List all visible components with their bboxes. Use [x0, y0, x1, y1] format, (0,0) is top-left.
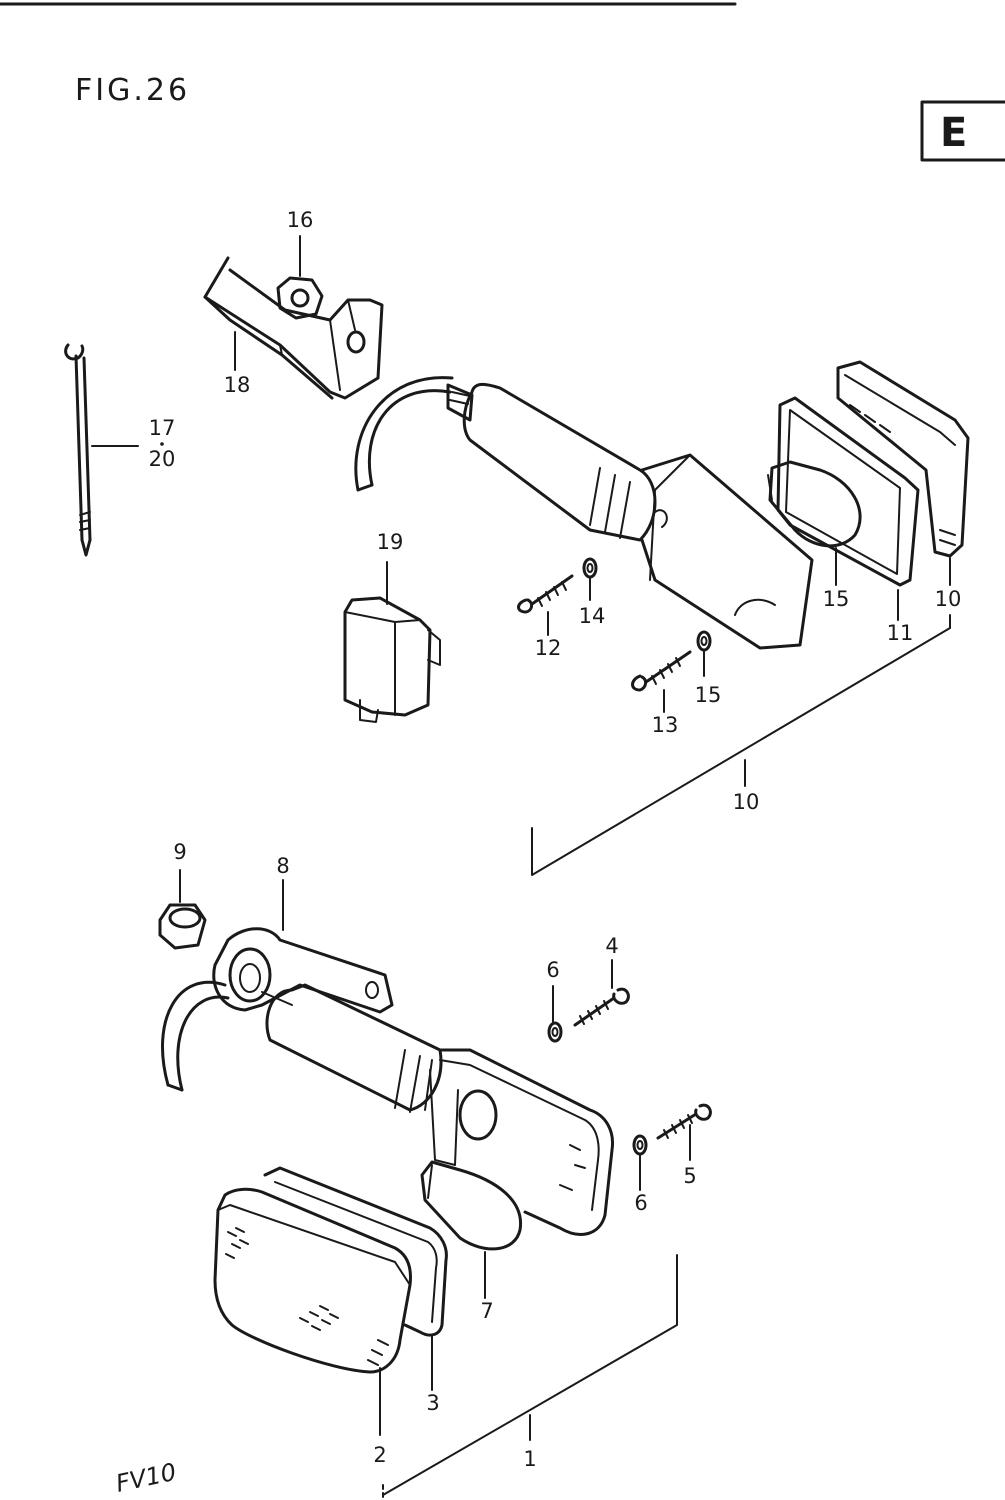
callout-21: 19 [377, 530, 404, 554]
part-washer-6a [547, 1021, 563, 1043]
callout-13: 12 [535, 636, 562, 660]
callout-12: 11 [887, 621, 914, 645]
callout-16: 15 [823, 587, 850, 611]
part-cable-tie [64, 343, 92, 557]
leader-1-bracket [382, 1254, 678, 1496]
callout-6a: 6 [546, 958, 559, 982]
part-lower-bulb [420, 1160, 523, 1251]
section-badge: E [920, 100, 1005, 162]
callout-2: 2 [373, 1443, 386, 1467]
callout-10: 10 [733, 790, 760, 814]
callout-14: 13 [652, 713, 679, 737]
part-washer-15b [696, 630, 712, 652]
callout-1: 1 [523, 1447, 536, 1471]
callout-15a: 14 [579, 604, 606, 628]
part-upper-turn-signal-body [354, 376, 814, 650]
part-screw-13 [517, 574, 574, 614]
callout-8: 8 [276, 854, 289, 878]
callout-18-20-dot [160, 442, 164, 446]
part-relay [343, 596, 441, 723]
callout-3: 3 [426, 1391, 439, 1415]
callout-9: 9 [173, 840, 186, 864]
callout-7: 7 [480, 1299, 493, 1323]
section-badge-letter: E [940, 110, 967, 156]
part-lower-nut [158, 903, 207, 950]
part-lower-gasket [263, 1166, 448, 1337]
part-screw-5 [656, 1103, 712, 1140]
part-upper-gasket [776, 396, 920, 587]
callout-6b: 6 [634, 1191, 647, 1215]
callout-17: 16 [287, 208, 314, 232]
callout-20: 20 [149, 447, 176, 471]
part-upper-lens [836, 360, 970, 558]
part-screw-4 [573, 987, 630, 1027]
part-screw-14 [631, 650, 692, 692]
corner-model-mark: FV10 [113, 1458, 178, 1498]
part-bracket [203, 256, 384, 400]
callout-5: 5 [683, 1164, 696, 1188]
leader-10-bracket [531, 627, 951, 876]
callout-11: 10 [935, 587, 962, 611]
figure-title: FIG.26 [75, 73, 190, 108]
callout-15b: 15 [695, 683, 722, 707]
callout-18: 17 [149, 416, 176, 440]
part-lower-lens [213, 1187, 412, 1374]
part-washer-6b [632, 1134, 648, 1156]
callout-4: 4 [605, 934, 618, 958]
part-lower-turn-signal-housing [161, 927, 615, 1236]
part-washer-15a [582, 557, 598, 579]
callout-19: 18 [224, 373, 251, 397]
part-flange-nut [276, 276, 324, 320]
part-upper-bulb [767, 460, 862, 548]
